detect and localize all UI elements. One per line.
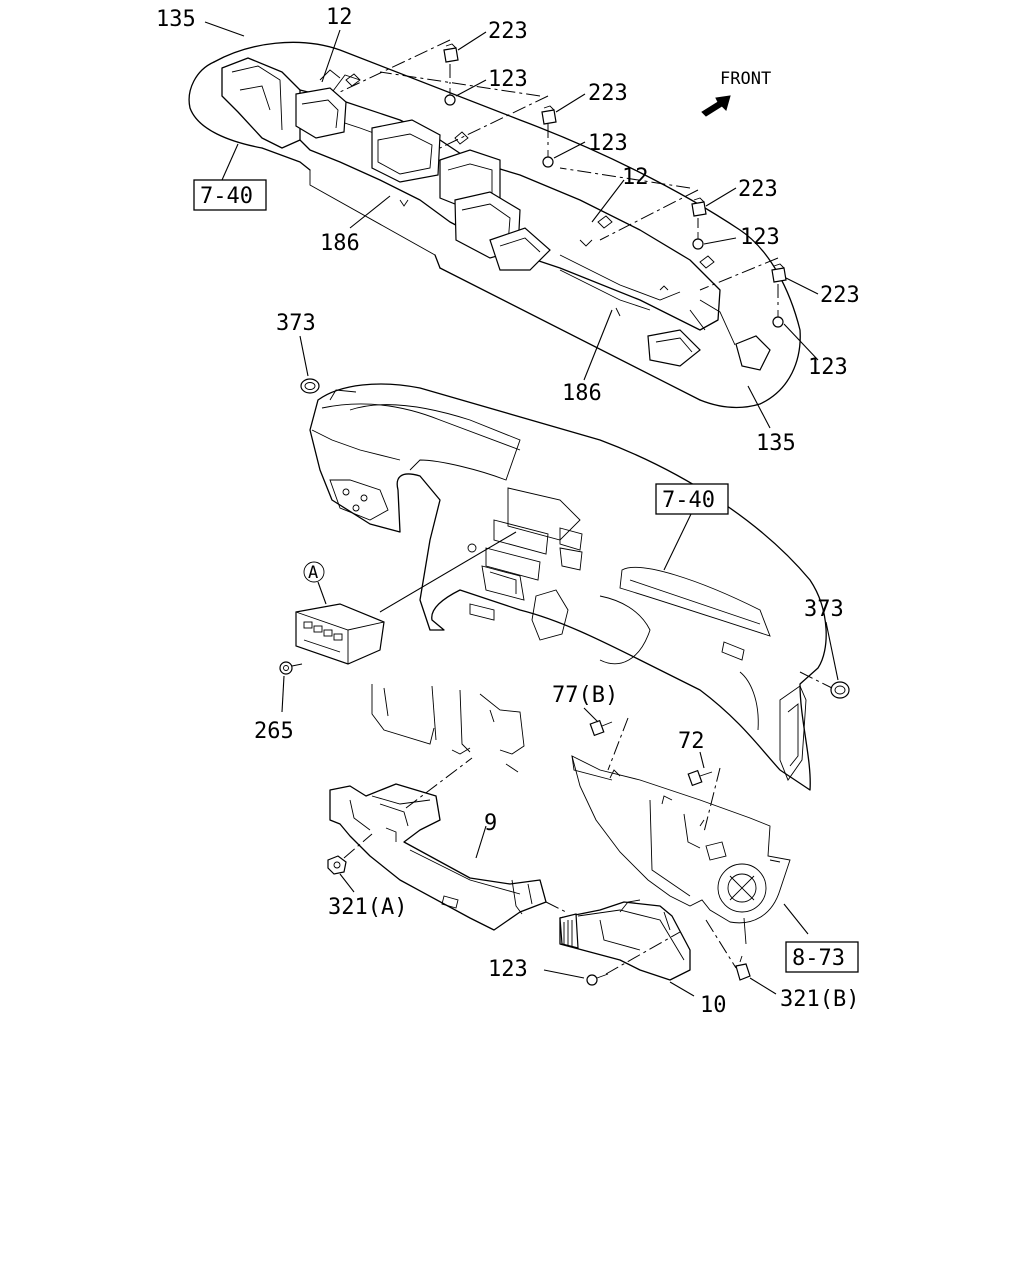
ref-box-8-73 <box>785 941 859 973</box>
label-135-bottom: 135 <box>756 431 796 456</box>
screw-123-e <box>586 973 609 986</box>
screw-123-d <box>772 310 784 328</box>
label-77b: 77(B) <box>552 683 618 708</box>
label-321a: 321(A) <box>328 895 407 920</box>
label-10: 10 <box>700 993 727 1018</box>
callout-circle-a <box>303 561 325 583</box>
screw-123-c <box>692 232 704 250</box>
label-123-d: 123 <box>808 355 848 380</box>
front-label: FRONT <box>720 69 771 89</box>
heater-unit <box>571 755 791 945</box>
screw-123-a <box>444 88 456 106</box>
clip-223-c <box>691 197 707 217</box>
heater-control-unit <box>295 603 385 665</box>
clip-223-b <box>541 105 557 125</box>
ref-7-40-top: 7-40 <box>200 184 253 209</box>
label-186-b: 186 <box>562 381 602 406</box>
label-12-top: 12 <box>326 5 353 30</box>
label-223-d: 223 <box>820 283 860 308</box>
callout-a-label: A <box>308 563 318 583</box>
label-186-a: 186 <box>320 231 360 256</box>
label-123-c: 123 <box>740 225 780 250</box>
label-12-mid: 12 <box>622 165 649 190</box>
front-arrow-icon <box>701 95 731 117</box>
clip-321b <box>735 955 751 981</box>
label-123-e: 123 <box>488 957 528 982</box>
label-72: 72 <box>678 729 705 754</box>
label-135-top: 135 <box>156 7 196 32</box>
duct-10 <box>559 899 691 981</box>
label-123-a: 123 <box>488 67 528 92</box>
label-9: 9 <box>484 811 497 836</box>
clip-223-d <box>771 263 787 283</box>
label-321b: 321(B) <box>780 987 859 1012</box>
cap-373-left <box>300 378 320 394</box>
screw-265 <box>279 661 303 675</box>
ref-box-7-40-top <box>193 179 267 211</box>
bolt-77b <box>589 719 613 737</box>
dashboard-panel <box>309 383 827 791</box>
label-265: 265 <box>254 719 294 744</box>
label-223-c: 223 <box>738 177 778 202</box>
duct-9 <box>329 684 547 931</box>
upper-duct-assembly <box>188 41 801 409</box>
ref-box-7-40-mid <box>655 483 729 515</box>
label-373-left: 373 <box>276 311 316 336</box>
cap-373-right <box>830 681 850 699</box>
label-223-b: 223 <box>588 81 628 106</box>
label-373-right: 373 <box>804 597 844 622</box>
ref-8-73: 8-73 <box>792 946 845 971</box>
ref-7-40-mid: 7-40 <box>662 488 715 513</box>
bolt-72 <box>687 769 713 787</box>
clip-223-a <box>443 43 459 63</box>
screw-123-b <box>542 150 554 168</box>
label-223-a: 223 <box>488 19 528 44</box>
label-123-b: 123 <box>588 131 628 156</box>
nut-321a <box>327 855 347 875</box>
